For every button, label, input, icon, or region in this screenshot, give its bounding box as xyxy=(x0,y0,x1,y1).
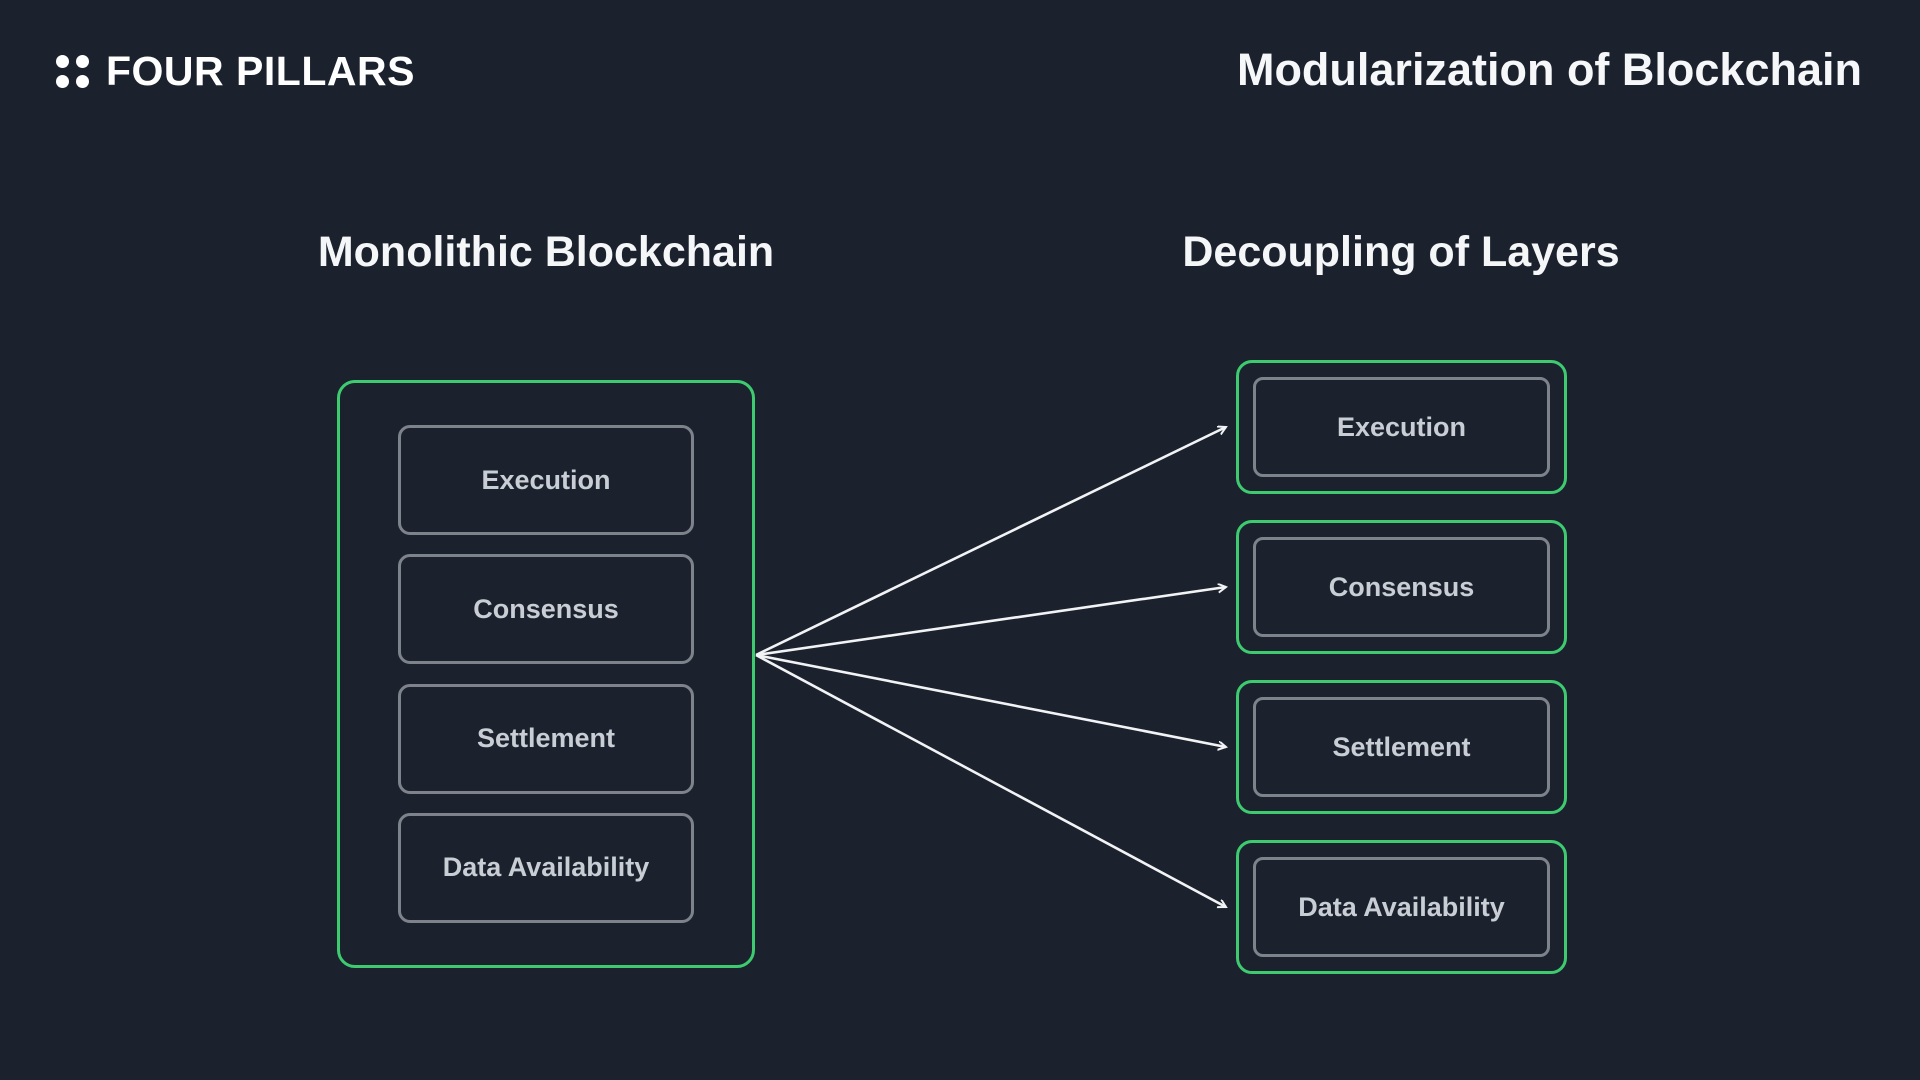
logo-dot xyxy=(56,55,69,68)
arrow-to-consensus xyxy=(755,587,1226,657)
arrow-to-data-availability xyxy=(755,653,1226,907)
four-dots-icon xyxy=(56,55,89,88)
monolithic-container: Execution Consensus Settlement Data Avai… xyxy=(337,380,755,968)
arrow-to-execution xyxy=(755,427,1226,657)
decoupled-layer-consensus-label: Consensus xyxy=(1253,537,1550,637)
page-title: Modularization of Blockchain xyxy=(1236,44,1862,95)
monolithic-layer-settlement: Settlement xyxy=(398,683,694,794)
decoupling-heading: Decoupling of Layers xyxy=(1182,228,1620,276)
brand-name: FOUR PILLARS xyxy=(106,48,415,94)
decoupled-layer-settlement-label: Settlement xyxy=(1253,697,1550,797)
monolithic-layer-execution: Execution xyxy=(398,425,694,535)
logo-dot xyxy=(76,55,89,68)
monolithic-heading: Monolithic Blockchain xyxy=(317,228,775,276)
decoupled-layer-data-availability: Data Availability xyxy=(1236,840,1567,974)
logo-dot xyxy=(76,75,89,88)
decoupled-layer-execution: Execution xyxy=(1236,360,1567,494)
decoupled-layer-execution-label: Execution xyxy=(1253,377,1550,477)
decoupled-layer-consensus: Consensus xyxy=(1236,520,1567,654)
arrow-to-settlement xyxy=(755,653,1226,747)
decoupled-layer-settlement: Settlement xyxy=(1236,680,1567,814)
decoupled-layer-data-availability-label: Data Availability xyxy=(1253,857,1550,957)
monolithic-layer-consensus: Consensus xyxy=(398,554,694,665)
logo-dot xyxy=(56,75,69,88)
brand-logo: FOUR PILLARS xyxy=(56,48,415,95)
monolithic-layer-data-availability: Data Availability xyxy=(398,812,694,923)
